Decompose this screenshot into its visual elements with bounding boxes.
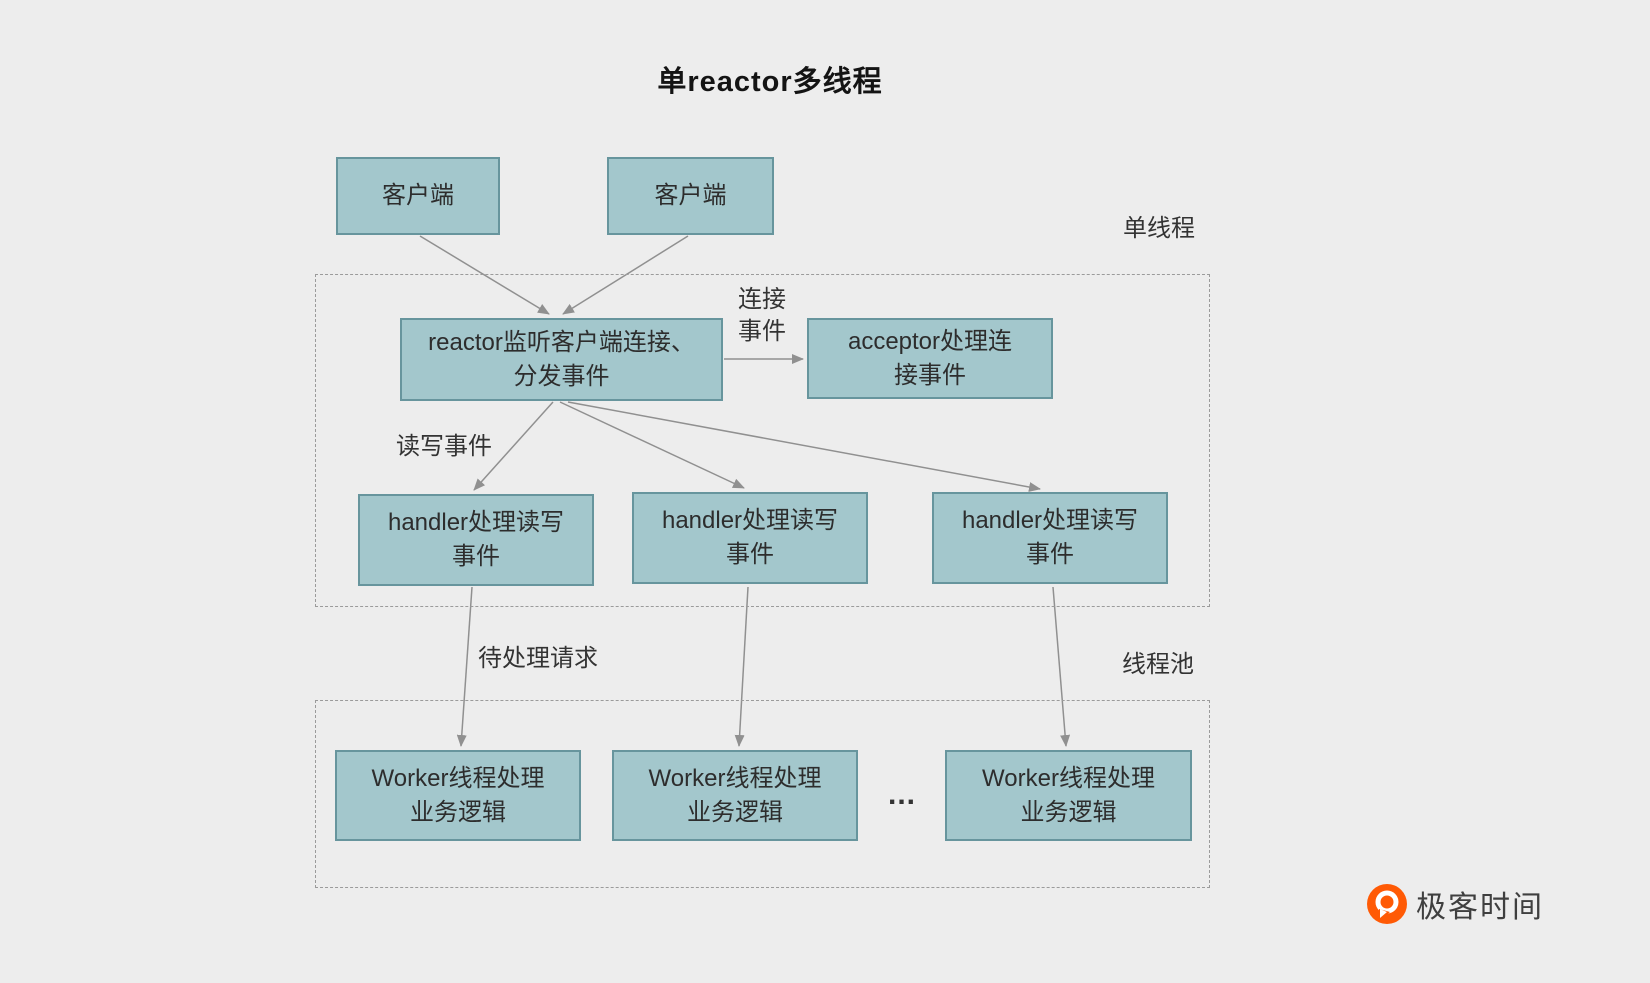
node-handler-2-line2: 事件 [726,541,774,568]
node-client-1: 客户端 [336,157,500,235]
node-acceptor-line1: acceptor处理连 [847,327,1013,355]
node-handler-3-line1: handler处理读写 [961,507,1139,535]
thread-pool-region-label: 线程池 [1122,651,1194,678]
edge-label-pending-request: 待处理请求 [478,645,598,672]
node-handler-1: handler处理读写 事件 [358,494,594,586]
brand-logo-text: 极客时间 [1416,891,1544,924]
node-acceptor-line2: 接事件 [894,361,966,389]
node-handler-3-line2: 事件 [1026,541,1074,568]
arrow-handler3-to-worker3 [1052,586,1071,747]
node-worker-3-line2: 业务逻辑 [1020,798,1117,826]
node-reactor-line2: 分发事件 [513,362,610,390]
arrow-reactor-to-handler2 [559,401,745,489]
single-thread-region-label: 单线程 [1123,215,1195,242]
node-reactor: reactor监听客户端连接、 分发事件 [400,318,723,401]
edge-label-read-write-event: 读写事件 [396,433,492,460]
node-worker-2-line1: Worker线程处理 [648,764,822,792]
node-worker-1-line2: 业务逻辑 [410,798,506,826]
node-handler-2-line1: handler处理读写 [661,507,839,535]
thread-pool-region [315,700,1210,888]
node-worker-2: Worker线程处理 业务逻辑 [612,750,858,841]
node-worker-3: Worker线程处理 业务逻辑 [945,750,1192,841]
node-handler-1-line1: handler处理读写 [387,509,565,537]
node-worker-1-line1: Worker线程处理 [371,764,545,792]
single-thread-region [315,274,1210,607]
geektime-logo-icon [1367,884,1407,924]
edge-label-connection-event: 连接 事件 [738,284,786,349]
node-reactor-line1: reactor监听客户端连接、 [428,328,695,356]
node-acceptor: acceptor处理连 接事件 [807,318,1053,399]
node-worker-1: Worker线程处理 业务逻辑 [335,750,581,841]
arrow-client2-to-reactor [562,235,689,315]
node-handler-3: handler处理读写 事件 [932,492,1168,584]
arrow-handler1-to-worker1 [456,586,473,747]
workers-ellipsis: ... [888,778,917,811]
edge-label-connection-event-line1: 连接 [738,286,786,313]
diagram-title: 单reactor多线程 [657,66,883,98]
arrow-client1-to-reactor [419,235,550,315]
node-handler-2: handler处理读写 事件 [632,492,868,584]
arrow-handler2-to-worker2 [734,586,749,747]
node-client-2-label: 客户端 [654,182,727,210]
brand-logo: 极客时间 [1366,882,1544,926]
arrow-reactor-to-handler1 [473,401,554,491]
node-client-1-label: 客户端 [382,182,454,210]
edge-label-connection-event-line2: 事件 [738,318,786,346]
node-worker-2-line2: 业务逻辑 [687,798,783,826]
arrow-reactor-to-handler3 [567,401,1041,492]
node-handler-1-line2: 事件 [452,543,500,570]
node-worker-3-line1: Worker线程处理 [982,764,1155,792]
node-client-2: 客户端 [607,157,774,235]
